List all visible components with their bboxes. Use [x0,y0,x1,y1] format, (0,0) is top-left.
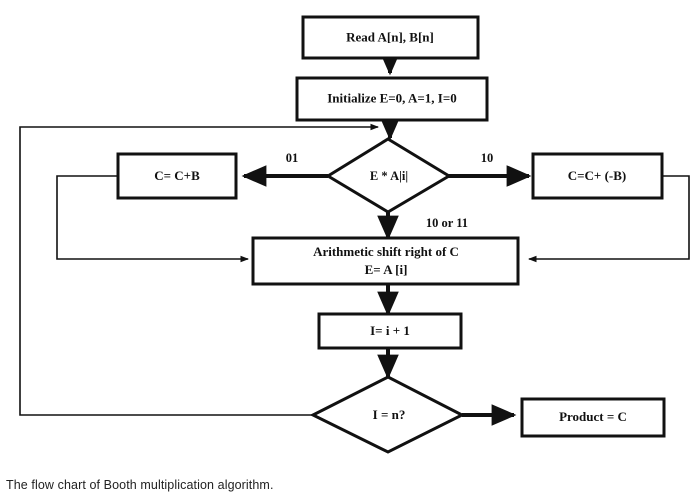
flowchart-canvas: Read A[n], B[n] Initialize E=0, A=1, I=0… [19,15,690,454]
node-decision-bits-diamond [325,137,452,214]
node-read: Read A[n], B[n] [301,15,480,60]
node-add-b-box [116,152,238,200]
node-sub-b: C=C+ (-B) [531,152,664,200]
node-shift-box [251,236,520,286]
node-product-label: Product = C [559,409,627,424]
node-decision-done-label: I = n? [373,407,406,422]
edge-label-01: 01 [286,151,299,165]
edge-sub-b-to-shift [528,175,690,263]
node-shift-label-line1: Arithmetic shift right of C [313,244,459,259]
edge-loop-back-to-decision [19,123,379,416]
edge-label-10: 10 [481,151,494,165]
node-read-box [301,15,480,60]
node-decision-bits: E * A|i| [325,137,452,214]
figure-caption: The flow chart of Booth multiplication a… [6,478,274,492]
node-product: Product = C [520,397,666,438]
node-add-b-label: C= C+B [154,168,200,183]
node-read-label: Read A[n], B[n] [346,29,434,44]
node-initialize: Initialize E=0, A=1, I=0 [295,76,489,122]
node-initialize-box [295,76,489,122]
node-shift: Arithmetic shift right of C E= A [i] [251,236,520,286]
node-decision-done-diamond [309,375,466,454]
edge-label-10-or-11: 10 or 11 [426,216,468,230]
node-decision-done: I = n? [309,375,466,454]
node-increment-box [317,312,463,350]
node-add-b: C= C+B [116,152,238,200]
edge-add-b-to-shift [56,175,249,263]
node-increment: I= i + 1 [317,312,463,350]
node-sub-b-label: C=C+ (-B) [568,168,627,183]
node-sub-b-box [531,152,664,200]
node-shift-label-line2: E= A [i] [365,262,408,277]
node-increment-label: I= i + 1 [370,323,410,338]
node-decision-bits-label: E * A|i| [370,169,408,183]
node-initialize-label: Initialize E=0, A=1, I=0 [327,90,456,105]
node-product-box [520,397,666,438]
